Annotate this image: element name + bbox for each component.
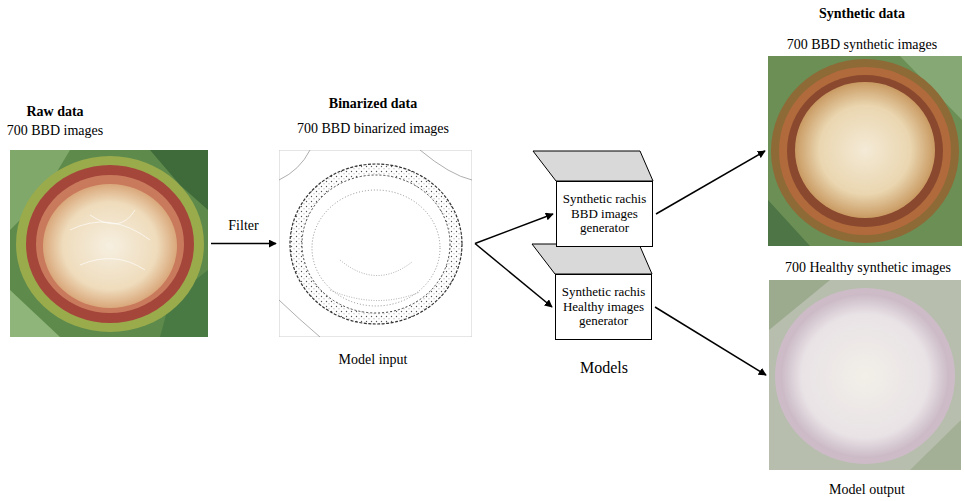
flow-arrow bbox=[211, 243, 276, 245]
flow-arrow bbox=[475, 244, 552, 308]
synthetic-image-panel: 700 BBD synthetic images bbox=[768, 56, 962, 246]
group-caption: Models bbox=[580, 359, 628, 377]
generator-label: Synthetic rachis BBD images generator bbox=[562, 192, 647, 237]
photo-ground bbox=[768, 56, 962, 246]
rachis-lesion-inner bbox=[36, 175, 184, 313]
panel-heading: Binarized data bbox=[329, 96, 417, 112]
leaf-edges bbox=[279, 150, 472, 337]
panel-heading: Raw data bbox=[26, 104, 83, 120]
photo-ground bbox=[769, 280, 961, 470]
rachis-core bbox=[795, 82, 935, 218]
panel-caption: 700 BBD synthetic images bbox=[787, 37, 938, 53]
generator-top bbox=[533, 151, 653, 181]
generator-box: Synthetic rachis BBD images generator bbox=[556, 181, 653, 247]
flow-arrow bbox=[475, 214, 553, 244]
generator-box: Synthetic rachis Healthy images generato… bbox=[555, 274, 652, 340]
raw-image-panel: Raw data700 BBD images bbox=[10, 150, 208, 337]
texture bbox=[330, 260, 420, 301]
synthetic-bbd-image bbox=[768, 56, 962, 246]
rachis-rind bbox=[775, 288, 955, 464]
panel-caption: Model input bbox=[339, 352, 408, 368]
synthetic-healthy-image bbox=[769, 280, 961, 470]
binarized-image bbox=[279, 150, 472, 337]
rachis-core bbox=[781, 294, 949, 458]
panel-caption: 700 Healthy synthetic images bbox=[785, 260, 951, 276]
fibres bbox=[70, 210, 150, 270]
lesion-outline bbox=[302, 175, 450, 313]
rachis-outline bbox=[290, 164, 462, 324]
rachis-lesion-ring bbox=[779, 67, 951, 235]
generator-label: Synthetic rachis Healthy images generato… bbox=[561, 285, 646, 330]
binary-ground bbox=[279, 150, 472, 337]
flow-arrow bbox=[655, 307, 766, 375]
rachis-rind bbox=[771, 59, 959, 243]
panel-caption: Model output bbox=[829, 482, 905, 498]
rachis-lesion-ring bbox=[26, 165, 194, 323]
binarized-image-panel: Binarized data700 BBD binarized imagesMo… bbox=[279, 150, 472, 337]
raw-photo bbox=[10, 150, 208, 337]
panel-caption: 700 BBD binarized images bbox=[297, 121, 449, 137]
edge-label: Filter bbox=[226, 217, 260, 233]
group-heading: Synthetic data bbox=[819, 6, 905, 22]
rachis-core bbox=[43, 184, 177, 308]
rachis-lesion-dark bbox=[787, 75, 943, 227]
generator-top bbox=[532, 244, 652, 274]
flow-arrow bbox=[656, 151, 765, 214]
synthetic-image-panel: 700 Healthy synthetic imagesModel output bbox=[769, 280, 961, 470]
photo-ground bbox=[10, 150, 208, 337]
panel-caption: 700 BBD images bbox=[7, 123, 103, 139]
rachis-rind bbox=[16, 156, 204, 332]
core-outline bbox=[312, 190, 440, 306]
